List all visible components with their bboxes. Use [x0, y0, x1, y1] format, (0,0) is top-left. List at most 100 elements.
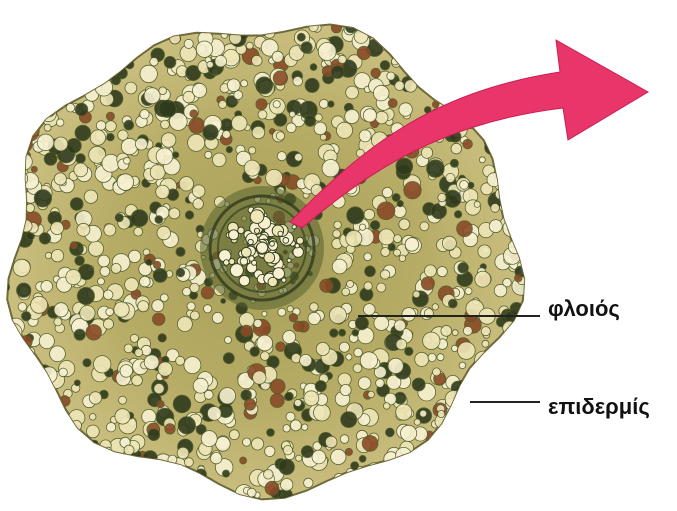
cell	[458, 342, 476, 360]
cell	[157, 226, 171, 240]
cell	[13, 107, 25, 119]
cell	[300, 354, 312, 366]
cell	[333, 230, 341, 238]
cell	[380, 270, 389, 279]
cell	[339, 342, 349, 352]
cell	[10, 149, 23, 162]
cortex-label: φλοιός	[548, 298, 620, 320]
cell	[283, 446, 292, 455]
cell	[78, 55, 91, 68]
cell	[1, 431, 15, 445]
cell	[0, 413, 7, 426]
cell	[450, 159, 458, 167]
cell	[40, 87, 52, 99]
cell	[297, 33, 305, 41]
cell	[59, 78, 74, 93]
cell	[138, 301, 149, 312]
cell	[177, 447, 189, 459]
cell	[504, 471, 511, 478]
cell	[13, 93, 26, 106]
cell	[417, 75, 427, 85]
cell	[69, 91, 76, 98]
cell	[357, 46, 370, 59]
cell	[489, 40, 504, 55]
cell	[12, 421, 29, 438]
cell	[359, 471, 369, 481]
cell	[368, 391, 375, 398]
cell	[339, 487, 350, 498]
cell	[424, 438, 440, 454]
cell	[24, 113, 39, 128]
cell	[136, 469, 151, 484]
cell	[273, 101, 280, 108]
cell	[217, 16, 228, 27]
cell	[409, 492, 416, 499]
cell	[154, 484, 164, 494]
cell	[340, 384, 351, 395]
stele-cell	[297, 237, 304, 244]
cell	[221, 32, 228, 39]
cell	[180, 24, 188, 32]
cell	[157, 401, 164, 408]
cell	[475, 271, 491, 287]
cell	[139, 17, 153, 31]
cell	[258, 110, 267, 119]
cell	[395, 23, 406, 34]
cell	[183, 288, 191, 296]
cell	[124, 157, 131, 164]
cell	[450, 30, 463, 43]
cell	[515, 165, 528, 178]
cell	[46, 78, 52, 84]
cell	[67, 138, 82, 153]
cell	[15, 47, 26, 58]
cell	[159, 100, 176, 117]
cell	[424, 265, 436, 277]
stele-cell	[264, 252, 275, 263]
cell	[0, 343, 10, 356]
cell	[120, 25, 133, 38]
cell	[8, 239, 18, 249]
cell	[202, 488, 216, 502]
cell	[354, 470, 371, 487]
cell	[347, 280, 354, 287]
cell	[396, 404, 412, 420]
cell	[79, 54, 87, 62]
cell	[44, 153, 57, 166]
cell	[184, 458, 193, 467]
cell	[66, 103, 75, 112]
cell	[51, 250, 63, 262]
cell	[143, 10, 154, 21]
cell	[21, 363, 38, 380]
cell	[158, 362, 172, 376]
cell	[342, 288, 350, 296]
cell	[109, 49, 127, 67]
cell	[401, 425, 417, 441]
cell	[15, 48, 23, 56]
cell	[319, 99, 328, 108]
cell	[35, 435, 48, 448]
cell	[135, 24, 143, 32]
cell	[513, 386, 520, 393]
cell	[481, 327, 490, 336]
cell	[119, 27, 135, 43]
cell	[111, 487, 123, 499]
cell	[434, 445, 452, 463]
cell	[453, 67, 470, 84]
cell	[427, 74, 437, 84]
stele-cell	[254, 228, 259, 233]
cell	[21, 427, 31, 437]
cell	[34, 429, 48, 443]
cell	[91, 461, 105, 475]
cell	[436, 477, 454, 495]
cell	[500, 348, 514, 362]
cell	[39, 334, 54, 349]
cell	[253, 371, 266, 384]
cell	[124, 120, 134, 130]
cell	[290, 420, 301, 431]
cell	[17, 283, 31, 297]
stele-cell	[283, 238, 289, 244]
cell	[462, 53, 473, 64]
cell	[71, 428, 83, 440]
cell	[432, 304, 438, 310]
stele-cell	[287, 258, 291, 262]
